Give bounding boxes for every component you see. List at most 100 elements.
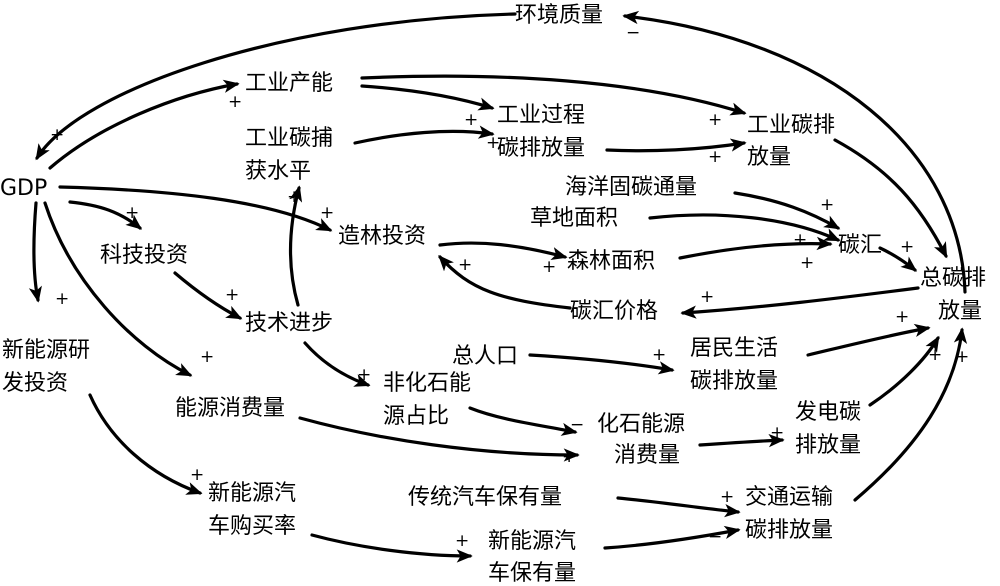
node-marine-sink-flux: 海洋固碳通量 xyxy=(565,175,697,200)
sign-plus: + xyxy=(225,285,239,305)
node-transport-emission-line1: 交通运输 xyxy=(745,485,833,510)
node-new-energy-rd-line2: 发投资 xyxy=(2,371,68,396)
node-grassland-area: 草地面积 xyxy=(530,206,618,231)
node-total-population: 总人口 xyxy=(452,344,518,369)
sign-plus: + xyxy=(486,133,500,153)
sign-plus: + xyxy=(720,487,734,507)
sign-plus: + xyxy=(357,365,371,385)
sign-plus: + xyxy=(562,447,576,467)
node-carbon-sink: 碳汇 xyxy=(838,233,882,258)
node-non-fossil-share-line2: 源占比 xyxy=(383,404,449,429)
link-residential-to-total xyxy=(806,323,931,357)
link-nonfossil-to-fossil xyxy=(468,406,578,436)
sign-plus: + xyxy=(900,237,914,257)
link-total-to-env xyxy=(622,10,967,294)
node-afforestation-investment: 造林投资 xyxy=(338,224,426,249)
sign-plus: + xyxy=(320,203,334,223)
link-price-to-afforest xyxy=(438,255,572,310)
sign-plus: + xyxy=(458,255,472,275)
node-industrial-capacity: 工业产能 xyxy=(245,71,333,96)
nodes: 环境质量 工业产能 工业过程 碳排放量 工业碳捕 获水平 工业碳排 放量 GDP… xyxy=(0,3,986,586)
link-ownership-to-transport xyxy=(603,525,741,550)
node-traditional-vehicles: 传统汽车保有量 xyxy=(408,485,562,510)
link-rd-to-purchase xyxy=(88,393,203,495)
node-nev-purchase-rate-line1: 新能源汽 xyxy=(208,481,296,506)
node-industrial-emission-line1: 工业碳排 xyxy=(747,113,835,138)
link-gdp-to-afforest xyxy=(58,185,333,232)
node-total-emission-line1: 总碳排 xyxy=(920,266,986,291)
sign-minus: − xyxy=(570,415,584,435)
link-industrial-to-total xyxy=(833,138,948,259)
node-fossil-consumption-line2: 消费量 xyxy=(614,443,680,468)
sign-plus: + xyxy=(955,347,969,367)
node-nev-purchase-rate-line2: 车购买率 xyxy=(208,514,296,539)
node-industrial-emission-line2: 放量 xyxy=(747,145,791,170)
link-forest-to-sink xyxy=(678,236,833,260)
link-progress-to-capture xyxy=(289,185,303,307)
sign-plus: + xyxy=(820,195,834,215)
sign-plus: + xyxy=(542,257,556,277)
node-total-emission-line2: 放量 xyxy=(938,299,982,324)
sign-minus: − xyxy=(708,527,722,547)
link-capacity-to-industrial xyxy=(360,74,747,116)
node-environment-quality: 环境质量 xyxy=(515,3,603,28)
sign-plus: + xyxy=(770,423,784,443)
link-capture-to-process xyxy=(353,125,495,145)
link-env-to-gdp xyxy=(35,12,517,161)
sign-plus: + xyxy=(190,465,204,485)
link-grass-to-sink xyxy=(648,213,841,242)
sign-plus: + xyxy=(50,125,64,145)
node-nev-ownership-line1: 新能源汽 xyxy=(488,529,576,554)
node-industrial-capture-level-line1: 工业碳捕 xyxy=(245,126,333,151)
link-purchase-to-ownership xyxy=(310,533,473,563)
link-marine-to-sink xyxy=(733,191,841,230)
link-afforest-to-forest xyxy=(438,241,568,261)
link-progress-to-nonfossil xyxy=(303,341,371,387)
sign-plus: + xyxy=(125,203,139,223)
sign-plus: + xyxy=(464,110,478,130)
link-polarity-signs: + − + + + + + + + + + + + + + + + + + + … xyxy=(50,23,969,551)
sign-plus: + xyxy=(228,92,242,112)
link-power-to-total xyxy=(868,335,940,407)
node-industrial-process-emission-line2: 碳排放量 xyxy=(497,136,585,161)
sign-plus: + xyxy=(793,230,807,250)
node-new-energy-rd-line1: 新能源研 xyxy=(2,338,90,363)
link-capacity-to-process xyxy=(360,84,495,111)
sign-plus: + xyxy=(708,110,722,130)
node-carbon-sink-price: 碳汇价格 xyxy=(570,299,658,324)
link-gdp-to-energy xyxy=(43,201,193,377)
link-vehicles-to-transport xyxy=(616,496,741,518)
link-gdp-to-capacity xyxy=(48,79,240,170)
sign-plus: + xyxy=(200,347,214,367)
link-population-to-residential xyxy=(528,353,675,375)
sign-plus: + xyxy=(895,307,909,327)
link-gdp-to-tech xyxy=(68,200,143,230)
sign-plus: + xyxy=(708,147,722,167)
link-tech-inv-to-progress xyxy=(173,271,243,320)
link-process-to-industrial xyxy=(605,138,747,153)
link-total-to-price xyxy=(680,286,920,319)
sign-plus: + xyxy=(287,187,301,207)
link-fossil-to-power xyxy=(698,433,785,448)
link-energy-to-fossil xyxy=(298,416,580,462)
sign-plus: + xyxy=(55,289,69,309)
links xyxy=(28,10,968,563)
sign-plus: + xyxy=(700,287,714,307)
node-fossil-consumption-line1: 化石能源 xyxy=(597,412,685,437)
node-industrial-capture-level-line2: 获水平 xyxy=(245,159,311,184)
sign-plus: + xyxy=(455,531,469,551)
node-tech-investment: 科技投资 xyxy=(100,243,188,268)
node-transport-emission-line2: 碳排放量 xyxy=(745,518,833,543)
node-residential-emission-line2: 碳排放量 xyxy=(690,369,778,394)
link-sink-to-total xyxy=(878,246,918,272)
sign-minus: − xyxy=(626,23,640,43)
link-transport-to-total xyxy=(853,327,968,502)
sign-plus: + xyxy=(652,345,666,365)
node-gdp: GDP xyxy=(0,176,47,201)
node-residential-emission-line1: 居民生活 xyxy=(690,336,778,361)
node-industrial-process-emission-line1: 工业过程 xyxy=(497,103,585,128)
node-power-emission-line1: 发电碳 xyxy=(795,400,861,425)
node-forest-area: 森林面积 xyxy=(567,249,655,274)
